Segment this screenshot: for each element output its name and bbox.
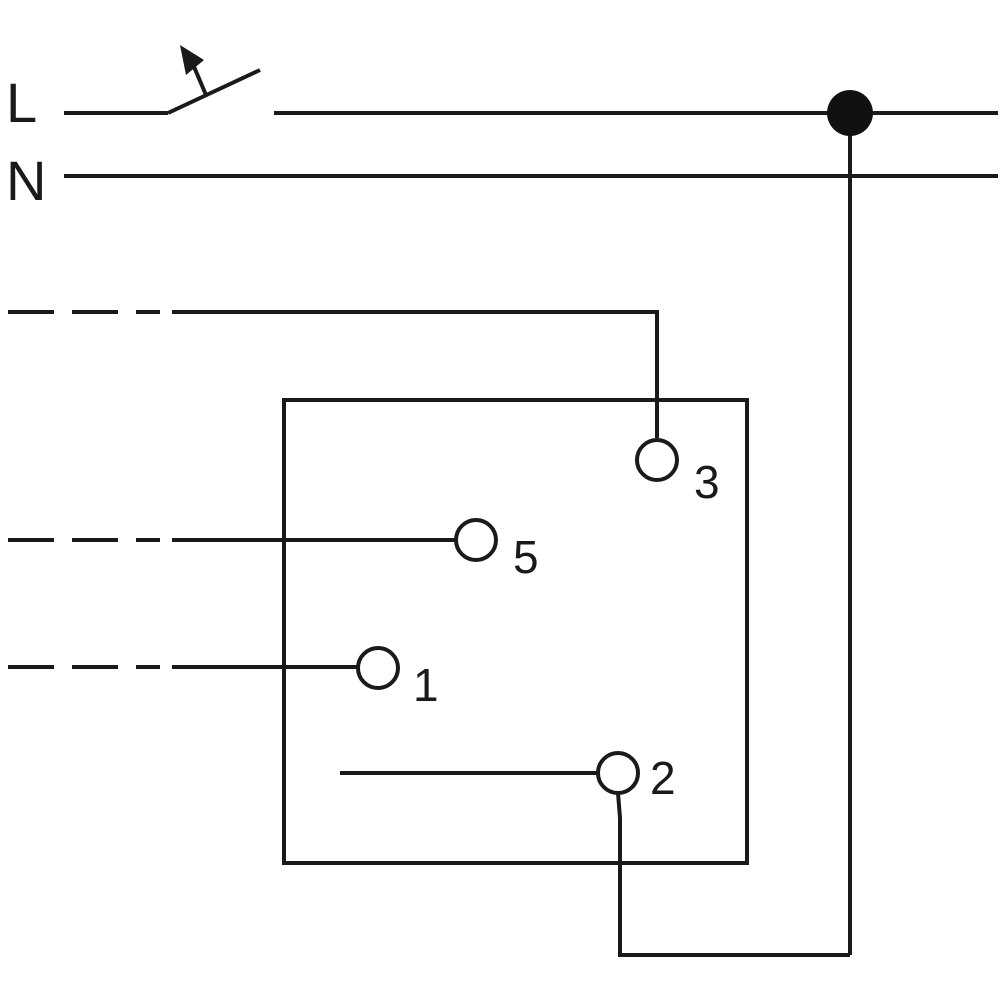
- terminal-1-label: 1: [413, 659, 439, 711]
- phase-line-label: L: [6, 71, 37, 134]
- switch-blade: [167, 68, 261, 115]
- switch-symbol: [167, 45, 261, 115]
- junction-dot: [827, 90, 873, 136]
- terminal-2-label: 2: [650, 752, 676, 804]
- neutral-line-label: N: [6, 149, 46, 212]
- switch-arrow-icon: [180, 45, 204, 75]
- terminal-5-label: 5: [513, 531, 539, 583]
- wire-terminal-3: [172, 310, 659, 438]
- terminal-3-label: 3: [694, 456, 720, 508]
- terminal-1: [356, 646, 400, 690]
- terminal-2: [596, 751, 640, 795]
- device-box: [282, 398, 749, 865]
- terminal-3: [635, 438, 679, 482]
- terminal-5: [454, 518, 498, 562]
- return-wire: [616, 792, 850, 957]
